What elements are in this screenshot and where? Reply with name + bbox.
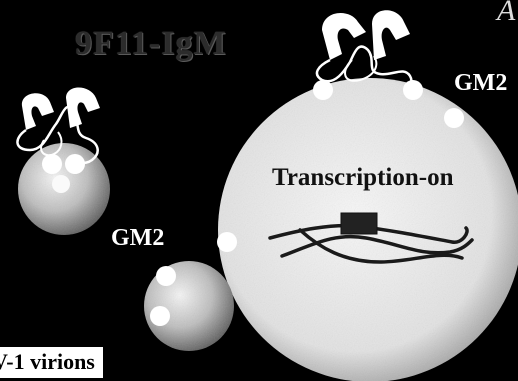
igm-antibody-cell [317,10,414,90]
transcription-label: Transcription-on [272,164,454,192]
corner-fragment-label: A [497,0,515,28]
gm2-label-right: GM2 [454,70,507,97]
promoter-box [341,213,377,234]
antibody-label: 9F11-IgM [75,25,227,63]
gm2-label-left: GM2 [111,225,164,252]
virions-label: V-1 virions [0,347,103,378]
